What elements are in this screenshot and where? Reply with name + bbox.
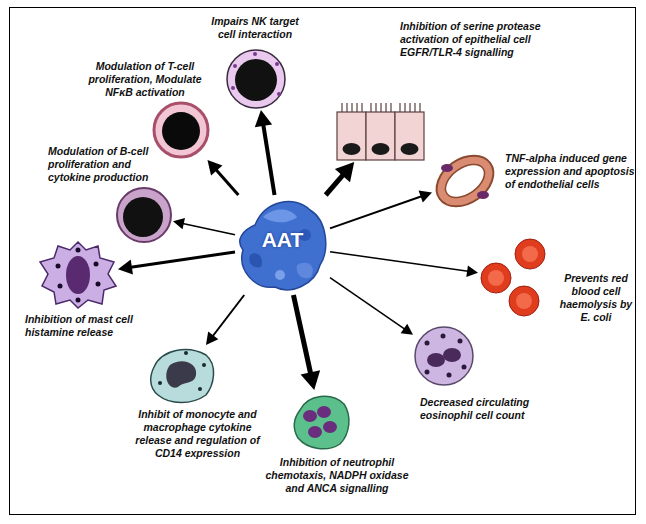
effect-arrow bbox=[173, 218, 235, 235]
arrow-shaft bbox=[183, 223, 235, 234]
effect-label: TNF-alpha induced gene expression and ap… bbox=[505, 152, 635, 191]
effect-arrow bbox=[326, 162, 355, 195]
cell-illustration bbox=[290, 390, 352, 452]
effect-label: Inhibition of mast cell histamine releas… bbox=[25, 313, 137, 339]
arrow-shaft bbox=[131, 252, 235, 267]
effect-arrow bbox=[206, 295, 244, 345]
epithelial-cells: Inhibition of serine protease activation… bbox=[335, 100, 427, 162]
arrow-head bbox=[301, 370, 321, 390]
cell-illustration bbox=[115, 186, 173, 244]
effect-label: Decreased circulating eosinophil cell co… bbox=[420, 396, 545, 422]
arrow-shaft bbox=[216, 170, 238, 195]
arrow-shaft bbox=[263, 125, 274, 195]
cell-illustration bbox=[478, 237, 553, 319]
effect-label: Impairs NK target cell interaction bbox=[205, 15, 305, 41]
cell-illustration bbox=[432, 148, 498, 214]
arrow-shaft bbox=[330, 196, 422, 228]
effect-arrow bbox=[293, 295, 320, 390]
arrow-shaft bbox=[293, 295, 310, 373]
effect-label: Modulation of B-cell proliferation and c… bbox=[48, 145, 153, 184]
endothelial-cell: TNF-alpha induced gene expression and ap… bbox=[432, 148, 498, 214]
arrow-head bbox=[206, 332, 218, 345]
b-cell: Modulation of B-cell proliferation and c… bbox=[115, 186, 173, 244]
arrow-shaft bbox=[330, 278, 405, 329]
arrow-head bbox=[335, 162, 354, 182]
effect-label: Prevents red blood cell haemolysis by E.… bbox=[556, 272, 636, 324]
cell-illustration bbox=[148, 345, 218, 405]
red-blood-cells: Prevents red blood cell haemolysis by E.… bbox=[478, 237, 553, 319]
monocyte-cell: Inhibit of monocyte and macrophage cytok… bbox=[148, 345, 218, 405]
arrow-shaft bbox=[330, 252, 468, 272]
eosinophil-cell: Decreased circulating eosinophil cell co… bbox=[413, 325, 475, 387]
arrow-head bbox=[118, 260, 133, 275]
nk-cell: Impairs NK target cell interaction bbox=[225, 48, 287, 110]
arrow-head bbox=[255, 110, 272, 127]
cell-illustration bbox=[335, 100, 427, 162]
t-cell: Modulation of T-cell proliferation, Modu… bbox=[150, 100, 212, 160]
effect-arrow bbox=[255, 110, 275, 195]
cell-illustration bbox=[413, 325, 475, 387]
cell-illustration bbox=[225, 48, 287, 110]
effect-arrow bbox=[330, 191, 432, 229]
aat-protein: AAT bbox=[235, 195, 330, 295]
neutrophil-cell: Inhibition of neutrophil chemotaxis, NAD… bbox=[290, 390, 352, 452]
arrow-head bbox=[466, 265, 478, 276]
cell-illustration bbox=[38, 240, 118, 310]
cell-illustration bbox=[150, 100, 212, 160]
effect-arrow bbox=[207, 160, 238, 195]
arrow-head bbox=[401, 324, 413, 335]
arrow-shaft bbox=[326, 175, 343, 195]
mast-cell: Inhibition of mast cell histamine releas… bbox=[38, 240, 118, 310]
arrow-shaft bbox=[213, 295, 245, 336]
arrow-head bbox=[419, 191, 432, 203]
effect-label: Inhibit of monocyte and macrophage cytok… bbox=[130, 408, 265, 460]
effect-label: Inhibition of serine protease activation… bbox=[400, 20, 570, 59]
protein-label: AAT bbox=[235, 228, 330, 252]
effect-label: Modulation of T-cell proliferation, Modu… bbox=[75, 60, 215, 99]
arrow-head bbox=[173, 218, 185, 229]
effect-arrow bbox=[330, 278, 413, 335]
effect-arrow bbox=[118, 252, 235, 275]
effect-arrow bbox=[330, 252, 478, 277]
effect-label: Inhibition of neutrophil chemotaxis, NAD… bbox=[262, 456, 412, 495]
arrow-head bbox=[207, 160, 222, 176]
